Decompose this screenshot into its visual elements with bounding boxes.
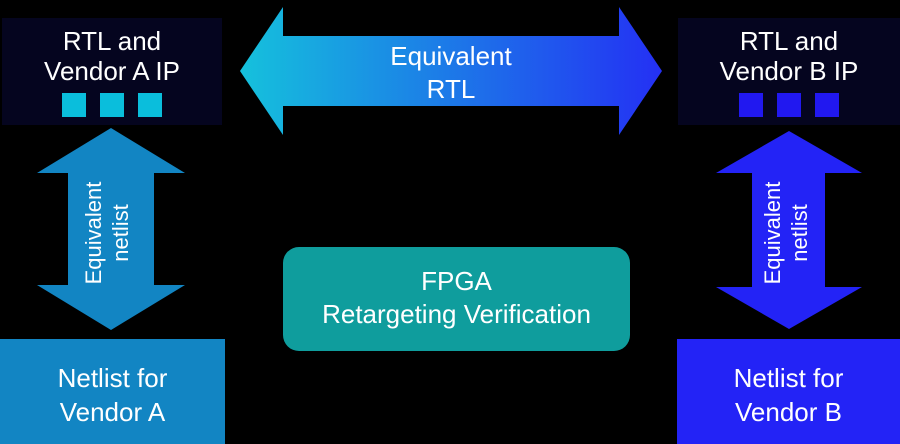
equivalent-rtl-label: Equivalent RTL — [390, 40, 511, 106]
equivalent-netlist-right-line1: Equivalent — [760, 181, 785, 285]
equivalent-rtl-label-line1: Equivalent — [390, 41, 512, 71]
fpga-center-line2: Retargeting Verification — [322, 299, 591, 329]
equivalent-netlist-left-label: Equivalent netlist — [80, 182, 134, 285]
block-netlist-vendor-a: Netlist for Vendor A — [0, 339, 225, 444]
block-rtl-vendor-b-line1: RTL and — [739, 26, 839, 56]
ip-square-icon — [777, 93, 801, 117]
ip-square-icon — [100, 93, 124, 117]
block-netlist-vendor-b: Netlist for Vendor B — [677, 339, 900, 444]
ip-square-icon — [815, 93, 839, 117]
vendor-a-ip-squares — [2, 93, 222, 117]
ip-square-icon — [739, 93, 763, 117]
vendor-b-ip-squares — [678, 93, 900, 117]
netlist-vendor-b-line2: Vendor B — [735, 397, 842, 427]
equivalent-rtl-arrow-icon — [240, 7, 662, 135]
equivalent-netlist-arrow-left-icon — [37, 128, 185, 330]
ip-square-icon — [62, 93, 86, 117]
netlist-vendor-a-line2: Vendor A — [59, 397, 166, 427]
fpga-center-line1: FPGA — [421, 266, 492, 296]
equivalent-rtl-label-line2: RTL — [426, 74, 476, 104]
netlist-vendor-a-line1: Netlist for — [57, 363, 168, 393]
equivalent-netlist-right-line2: netlist — [787, 204, 812, 262]
block-rtl-vendor-a-line2: Vendor A IP — [44, 56, 180, 86]
block-rtl-vendor-b: RTL and Vendor B IP — [678, 18, 900, 125]
equivalent-netlist-left-line2: netlist — [108, 204, 133, 262]
netlist-vendor-b-line1: Netlist for — [733, 363, 844, 393]
block-rtl-vendor-b-line2: Vendor B IP — [719, 56, 859, 86]
block-fpga-retargeting-verification: FPGA Retargeting Verification — [283, 247, 630, 351]
block-rtl-vendor-a-line1: RTL and — [62, 26, 162, 56]
equivalent-netlist-left-line1: Equivalent — [81, 181, 106, 285]
ip-square-icon — [138, 93, 162, 117]
equivalent-netlist-arrow-right-icon — [716, 131, 862, 329]
block-rtl-vendor-a: RTL and Vendor A IP — [2, 18, 222, 125]
equivalent-netlist-right-label: Equivalent netlist — [759, 182, 813, 285]
